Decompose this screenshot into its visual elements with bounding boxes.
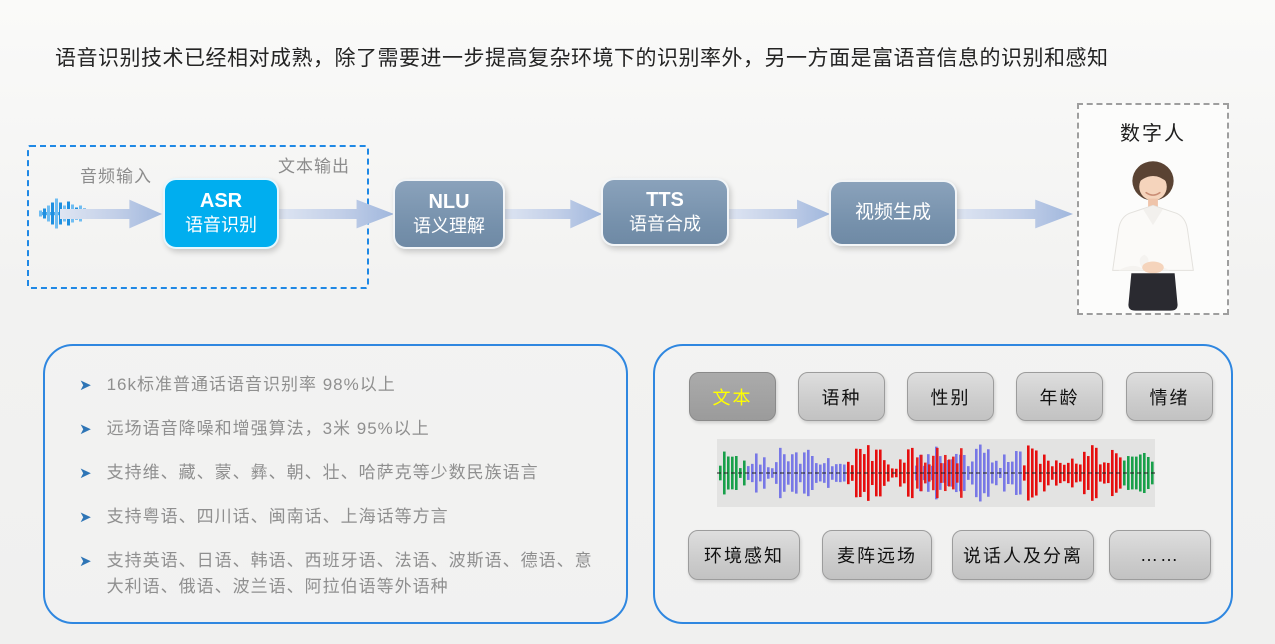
digital-human-label: 数字人 bbox=[1120, 123, 1186, 145]
bullet-arrow-icon: ➤ bbox=[79, 509, 93, 526]
audio-input-label: 音频输入 bbox=[80, 167, 152, 186]
tag-environment-awareness[interactable]: 环境感知 bbox=[688, 530, 800, 580]
capability-text: 远场语音降噪和增强算法，3米 95%以上 bbox=[106, 419, 430, 438]
speech-waveform bbox=[717, 439, 1155, 507]
capability-item: ➤ 远场语音降噪和增强算法，3米 95%以上 bbox=[79, 416, 600, 443]
asr-box-line2: 语音识别 bbox=[185, 215, 257, 236]
flow-arrow bbox=[955, 199, 1073, 229]
digital-human-image bbox=[1112, 161, 1194, 311]
tag-speaker-separation[interactable]: 说话人及分离 bbox=[952, 530, 1094, 580]
bullet-arrow-icon: ➤ bbox=[79, 421, 93, 438]
tag-more-ellipsis[interactable]: …… bbox=[1109, 530, 1211, 580]
tag-age[interactable]: 年龄 bbox=[1016, 372, 1103, 421]
video-generation-box: 视频生成 bbox=[829, 180, 957, 246]
tag-text[interactable]: 文本 bbox=[689, 372, 776, 421]
capability-text: 支持粤语、四川话、闽南话、上海话等方言 bbox=[106, 507, 449, 526]
nlu-box-line1: NLU bbox=[428, 190, 470, 213]
video-generation-label: 视频生成 bbox=[854, 201, 931, 223]
capability-item: ➤ 16k标准普通话语音识别率 98%以上 bbox=[79, 372, 600, 399]
capability-text: 支持英语、日语、韩语、西班牙语、法语、波斯语、德语、意大利语、俄语、波兰语、阿拉… bbox=[106, 551, 593, 597]
nlu-box: NLU 语义理解 bbox=[393, 179, 505, 249]
tag-emotion[interactable]: 情绪 bbox=[1126, 372, 1213, 421]
capability-list: ➤ 16k标准普通话语音识别率 98%以上 ➤ 远场语音降噪和增强算法，3米 9… bbox=[45, 346, 626, 601]
speech-waveform-svg bbox=[717, 444, 1155, 502]
capability-text: 16k标准普通话语音识别率 98%以上 bbox=[106, 375, 396, 394]
asr-capabilities-panel: ➤ 16k标准普通话语音识别率 98%以上 ➤ 远场语音降噪和增强算法，3米 9… bbox=[43, 344, 628, 624]
tts-box-line2: 语音合成 bbox=[629, 213, 701, 234]
flow-arrow bbox=[503, 199, 602, 229]
capability-item: ➤ 支持英语、日语、韩语、西班牙语、法语、波斯语、德语、意大利语、俄语、波兰语、… bbox=[79, 548, 600, 601]
tag-mic-array-farfield[interactable]: 麦阵远场 bbox=[822, 530, 932, 580]
digital-human-frame: 数字人 bbox=[1077, 103, 1229, 315]
tts-box-line1: TTS bbox=[646, 188, 684, 211]
tts-box: TTS 语音合成 bbox=[601, 178, 729, 246]
capability-item: ➤ 支持粤语、四川话、闽南话、上海话等方言 bbox=[79, 504, 600, 531]
nlu-box-line2: 语义理解 bbox=[413, 215, 485, 236]
bullet-arrow-icon: ➤ bbox=[79, 377, 93, 394]
bullet-arrow-icon: ➤ bbox=[79, 553, 93, 570]
bullet-arrow-icon: ➤ bbox=[79, 465, 93, 482]
capability-text: 支持维、藏、蒙、彝、朝、壮、哈萨克等少数民族语言 bbox=[106, 463, 539, 482]
page-title: 语音识别技术已经相对成熟，除了需要进一步提高复杂环境下的识别率外，另一方面是富语… bbox=[55, 47, 1109, 70]
tag-gender[interactable]: 性别 bbox=[907, 372, 994, 421]
text-output-label: 文本输出 bbox=[278, 157, 350, 176]
flow-arrow bbox=[727, 199, 830, 229]
capability-item: ➤ 支持维、藏、蒙、彝、朝、壮、哈萨克等少数民族语言 bbox=[79, 460, 600, 487]
asr-box: ASR 语音识别 bbox=[163, 178, 279, 249]
asr-box-line1: ASR bbox=[199, 190, 243, 213]
rich-speech-info-panel: 文本 语种 性别 年龄 情绪 环境感知 麦阵远场 说话人及分离 …… bbox=[653, 344, 1233, 624]
tag-language[interactable]: 语种 bbox=[798, 372, 885, 421]
